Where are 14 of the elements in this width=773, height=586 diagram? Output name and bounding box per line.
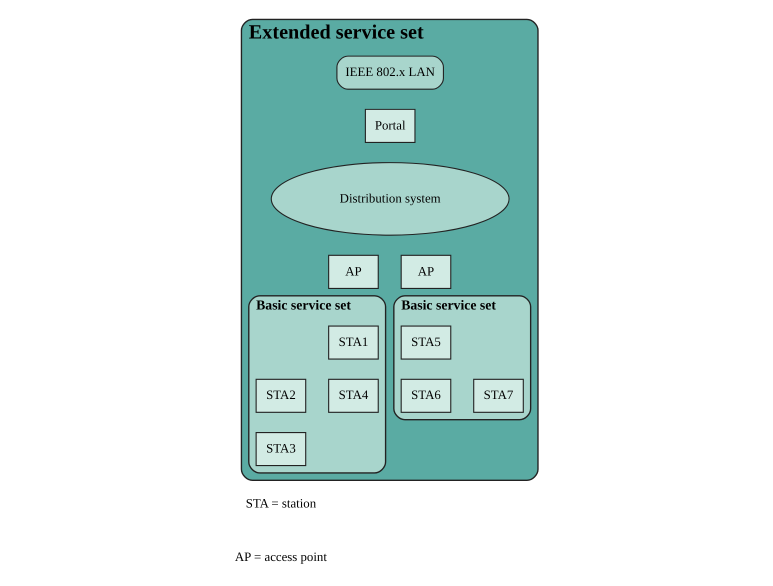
- node-box: STA7: [473, 378, 524, 413]
- node-box: STA5: [400, 326, 452, 360]
- label: AP = access point: [234, 550, 327, 564]
- node-box: STA3: [256, 432, 306, 466]
- node-box: STA1: [328, 326, 379, 360]
- node-box: Portal: [364, 108, 416, 143]
- label: STA = station: [246, 496, 316, 511]
- node-box: STA2: [256, 378, 306, 413]
- node-ellipse: Distribution system: [270, 162, 510, 236]
- node-box: STA6: [400, 378, 452, 413]
- node-box: AP: [328, 254, 379, 289]
- node-box: STA4: [328, 378, 379, 413]
- node-box: IEEE 802.x LAN: [336, 56, 444, 90]
- node-box: AP: [400, 254, 452, 289]
